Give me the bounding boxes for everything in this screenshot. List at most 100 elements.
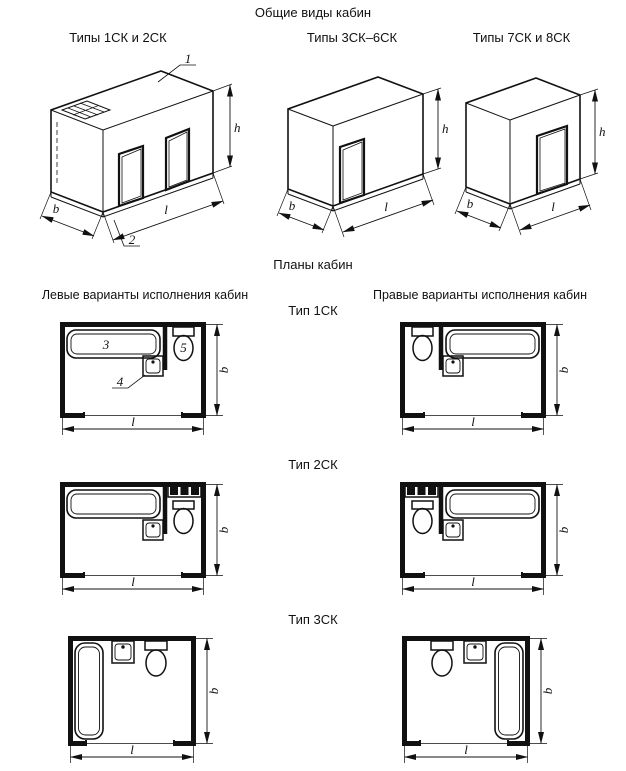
dim-b: b	[206, 484, 231, 576]
dim-b: b	[546, 484, 571, 576]
general-view-types-3sk-6sk: h b l	[276, 76, 449, 238]
cabin-box	[287, 76, 424, 212]
dim-b-label: b	[556, 366, 571, 373]
dim-b: b	[530, 638, 555, 744]
dim-l-label: l	[164, 202, 168, 217]
dim-b-label: b	[540, 687, 555, 694]
callout-1-label: 1	[185, 51, 192, 66]
dim-l-label: l	[131, 414, 135, 429]
dim-b-label: b	[53, 201, 60, 216]
dim-l: l	[402, 574, 544, 595]
base-skid	[287, 174, 424, 212]
dim-b: b	[546, 324, 571, 416]
toilet: 5	[172, 326, 195, 362]
dim-h-label: h	[599, 124, 606, 139]
plan-type-3sk-left: b l	[68, 636, 221, 763]
toilet	[411, 500, 434, 535]
bathtub	[445, 489, 540, 519]
roof-vent-grille	[60, 100, 112, 120]
dim-b: b	[39, 191, 104, 240]
walls	[400, 482, 546, 578]
plan-type-2sk-right: b l	[400, 482, 571, 595]
dim-b-label: b	[206, 687, 221, 694]
dim-l: l	[62, 574, 204, 595]
bathtub	[66, 489, 161, 519]
dim-h: h	[579, 88, 606, 180]
leader-line	[157, 64, 196, 83]
dim-l-label: l	[551, 199, 555, 214]
toilet	[411, 326, 434, 362]
faucet-dot	[151, 524, 155, 528]
callout-1: 1	[157, 51, 196, 83]
walls	[60, 482, 206, 578]
dim-l: l	[102, 172, 225, 244]
dim-b: b	[196, 638, 221, 744]
plan-type-1sk-left: 3 5 4 b l	[60, 322, 231, 435]
general-view-types-1sk-2sk: 1 2 h b l	[39, 51, 241, 247]
dim-b-label: b	[216, 526, 231, 533]
washbasin	[142, 519, 164, 541]
toilet	[144, 640, 168, 677]
plan-row3-label: Тип 3СК	[288, 612, 338, 627]
toilet	[172, 500, 195, 535]
dim-l-label: l	[131, 574, 135, 589]
cabin-box	[465, 77, 581, 210]
general-views-title: Общие виды кабин	[254, 5, 372, 20]
callout-4-label: 4	[117, 374, 124, 389]
plans-title: Планы кабин	[273, 257, 353, 272]
walls	[60, 322, 206, 418]
bathtub: 3	[66, 329, 161, 359]
dim-l-label: l	[471, 414, 475, 429]
washbasin	[142, 355, 164, 377]
right-variants-header: Правые варианты исполнения кабин	[372, 288, 588, 302]
dim-l-label: l	[464, 742, 468, 757]
dim-l: l	[62, 414, 204, 435]
bathtub	[445, 329, 540, 359]
faucet-dot	[151, 360, 155, 364]
dim-l: l	[509, 178, 592, 236]
door-openings	[117, 127, 191, 208]
dim-l: l	[402, 414, 544, 435]
dim-h: h	[212, 83, 241, 174]
callout-4: 4	[112, 374, 146, 389]
walls	[402, 636, 530, 746]
washbasin	[111, 640, 135, 664]
plan-type-3sk-right: b l	[402, 636, 555, 763]
left-variants-header: Левые варианты исполнения кабин	[41, 288, 249, 302]
dim-l: l	[332, 173, 435, 238]
dim-b-label: b	[289, 198, 296, 213]
door-opening	[535, 124, 569, 196]
fig2-label: Типы 3СК–6СК	[306, 30, 398, 45]
dim-l-label: l	[384, 199, 388, 214]
toilet	[430, 640, 454, 677]
plan-row1-label: Тип 1СК	[288, 303, 338, 318]
walls	[68, 636, 196, 746]
washbasin	[463, 640, 487, 664]
dim-b-label: b	[216, 366, 231, 373]
dim-h-label: h	[234, 120, 241, 135]
faucet-dot	[121, 645, 125, 649]
base-skid	[50, 173, 214, 218]
base-skid	[465, 179, 581, 210]
callout-3-label: 3	[102, 337, 110, 352]
faucet-dot	[451, 360, 455, 364]
dim-l-label: l	[130, 742, 134, 757]
door-opening	[338, 137, 366, 205]
dim-b-label: b	[467, 196, 474, 211]
bathtub	[494, 642, 524, 740]
dim-h-label: h	[442, 121, 449, 136]
faucet-dot	[473, 645, 477, 649]
dim-b: b	[206, 324, 231, 416]
dim-b-label: b	[556, 526, 571, 533]
callout-2: 2	[113, 219, 140, 247]
fig1-label: Типы 1СК и 2СК	[69, 30, 167, 45]
dim-l: l	[404, 742, 528, 763]
faucet-dot	[451, 524, 455, 528]
plan-type-2sk-left: b l	[60, 482, 231, 595]
bathtub	[74, 642, 104, 740]
dim-l: l	[70, 742, 194, 763]
callout-5-label: 5	[180, 340, 187, 355]
general-view-types-7sk-8sk: h b l	[454, 77, 606, 236]
cistern-shelf	[404, 484, 439, 498]
